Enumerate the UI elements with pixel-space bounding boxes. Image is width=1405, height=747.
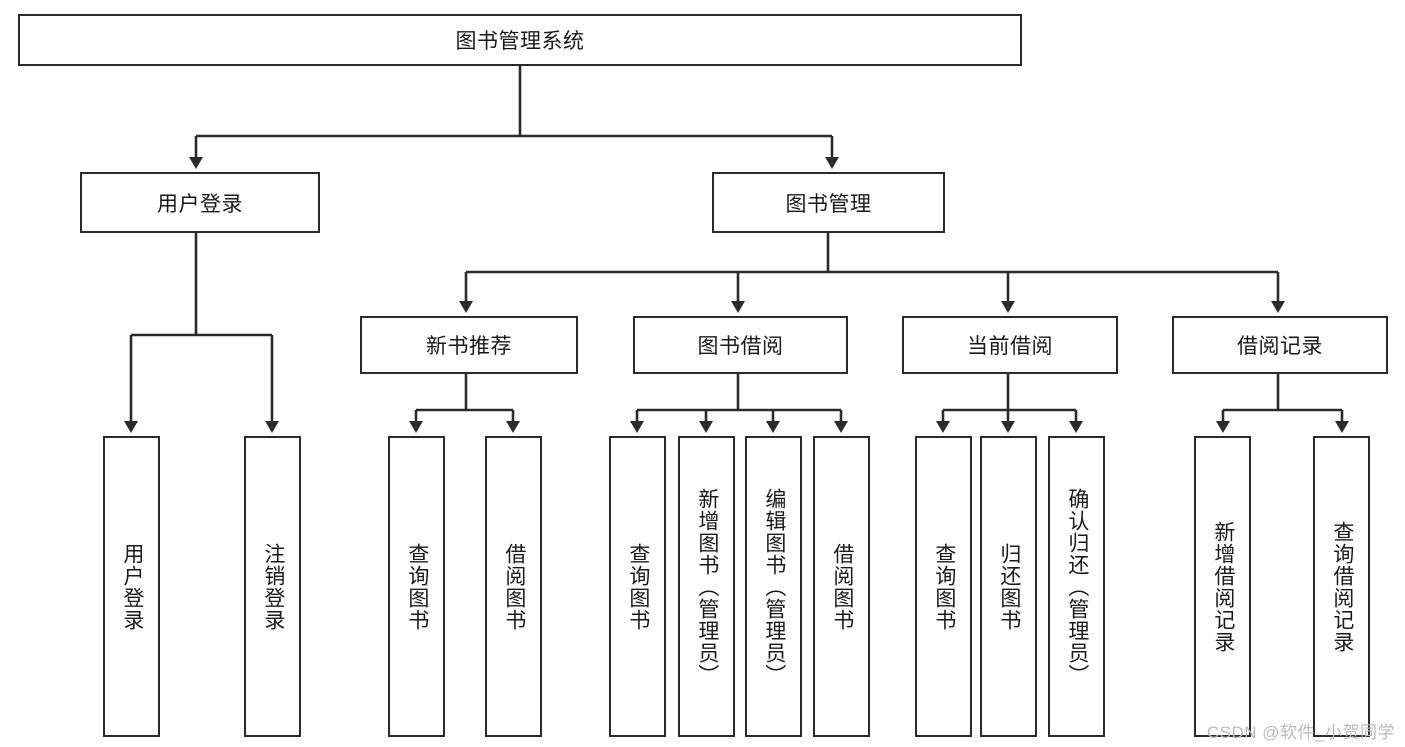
node-borrow-record-label: 借阅记录 — [1237, 335, 1323, 358]
leaf-edit-book[interactable]: 编辑图书（管理员） — [745, 436, 802, 737]
leaf-borrow-book-1-label: 借阅图书 — [502, 542, 526, 631]
leaf-edit-book-label: 编辑图书（管理员） — [762, 487, 786, 686]
watermark: CSDN @软件_小贺同学 — [1206, 723, 1395, 742]
node-borrow-record[interactable]: 借阅记录 — [1172, 316, 1388, 374]
leaf-user-logout-label: 注销登录 — [261, 542, 285, 631]
leaf-query-book-1-label: 查询图书 — [405, 542, 429, 631]
leaf-query-record[interactable]: 查询借阅记录 — [1313, 436, 1370, 737]
leaf-borrow-book-2-label: 借阅图书 — [830, 542, 854, 631]
leaf-query-book-2-label: 查询图书 — [626, 542, 650, 631]
node-book-manage[interactable]: 图书管理 — [712, 172, 945, 233]
leaf-query-book-2[interactable]: 查询图书 — [609, 436, 666, 737]
node-current-borrow-label: 当前借阅 — [967, 335, 1053, 358]
leaf-return-book[interactable]: 归还图书 — [980, 436, 1037, 737]
node-new-book-recommend[interactable]: 新书推荐 — [360, 316, 578, 374]
leaf-query-book-3[interactable]: 查询图书 — [915, 436, 972, 737]
leaf-confirm-return-label: 确认归还（管理员） — [1065, 487, 1089, 686]
leaf-query-book-3-label: 查询图书 — [932, 542, 956, 631]
leaf-add-book[interactable]: 新增图书（管理员） — [678, 436, 735, 737]
leaf-user-login-label: 用户登录 — [120, 542, 144, 631]
leaf-add-book-label: 新增图书（管理员） — [695, 487, 719, 686]
leaf-borrow-book-2[interactable]: 借阅图书 — [813, 436, 870, 737]
leaf-confirm-return[interactable]: 确认归还（管理员） — [1048, 436, 1105, 737]
leaf-add-record[interactable]: 新增借阅记录 — [1194, 436, 1251, 737]
node-book-borrow[interactable]: 图书借阅 — [633, 316, 848, 374]
leaf-return-book-label: 归还图书 — [997, 542, 1021, 631]
node-current-borrow[interactable]: 当前借阅 — [902, 316, 1118, 374]
node-book-manage-label: 图书管理 — [785, 192, 872, 216]
leaf-user-logout[interactable]: 注销登录 — [244, 436, 301, 737]
node-root[interactable]: 图书管理系统 — [18, 14, 1022, 66]
node-book-borrow-label: 图书借阅 — [697, 335, 784, 358]
node-root-label: 图书管理系统 — [455, 30, 585, 53]
leaf-user-login[interactable]: 用户登录 — [103, 436, 160, 737]
node-user-login[interactable]: 用户登录 — [80, 172, 320, 233]
node-new-book-recommend-label: 新书推荐 — [426, 335, 512, 358]
leaf-borrow-book-1[interactable]: 借阅图书 — [485, 436, 542, 737]
leaf-add-record-label: 新增借阅记录 — [1211, 520, 1235, 653]
leaf-query-record-label: 查询借阅记录 — [1330, 520, 1354, 653]
leaf-query-book-1[interactable]: 查询图书 — [388, 436, 445, 737]
node-user-login-label: 用户登录 — [157, 192, 243, 216]
